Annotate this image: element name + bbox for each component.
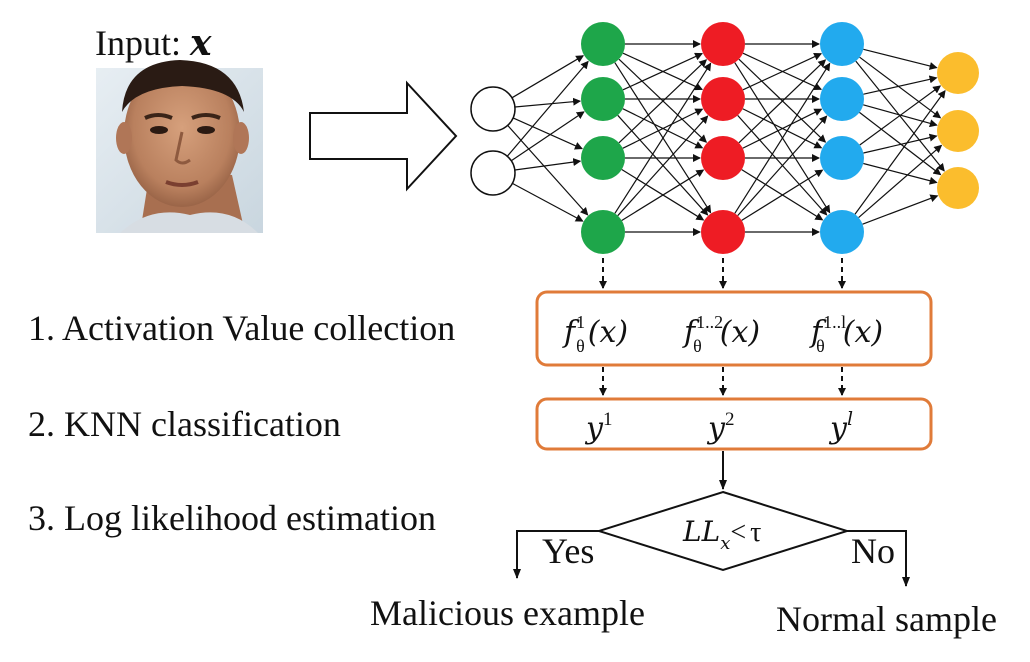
- neuron-layer-4-4: [820, 210, 864, 254]
- network-edge: [734, 62, 831, 214]
- dashed-arrows-top: [599, 258, 846, 289]
- neuron-layer-5-2: [937, 110, 979, 152]
- network-edge: [512, 182, 584, 222]
- network-edge: [863, 133, 938, 154]
- network-nodes: [470, 22, 979, 254]
- label-y2: y2: [706, 409, 734, 446]
- network-edge: [859, 111, 942, 176]
- neuron-layer-1-1: [470, 86, 516, 132]
- network-edge: [507, 124, 589, 216]
- network-edge: [622, 108, 704, 149]
- step-2-label: 2. KNN classification: [28, 404, 341, 444]
- neuron-layer-4-3: [820, 136, 864, 180]
- neuron-layer-4-1: [820, 22, 864, 66]
- outcome-normal: Normal sample: [776, 599, 997, 639]
- network-edge: [859, 56, 942, 119]
- activation-box: [535, 290, 933, 367]
- neuron-layer-2-2: [581, 77, 625, 121]
- yes-label: Yes: [542, 531, 594, 571]
- neuron-layer-2-1: [581, 22, 625, 66]
- dashed-arrows-middle: [599, 367, 846, 396]
- neuron-layer-3-4: [701, 210, 745, 254]
- network-edge: [514, 158, 582, 171]
- network-edge: [618, 59, 708, 144]
- step-1-label: 1. Activation Value collection: [28, 308, 455, 348]
- label-y1: y1: [584, 409, 612, 446]
- network-edge: [617, 115, 709, 217]
- neuron-layer-1-2: [470, 150, 516, 196]
- neuron-layer-3-2: [701, 77, 745, 121]
- neuron-layer-4-2: [820, 77, 864, 121]
- step-3-label: 3. Log likelihood estimation: [28, 498, 436, 538]
- network-edge: [863, 75, 938, 95]
- neuron-layer-3-1: [701, 22, 745, 66]
- network-edge: [737, 115, 828, 217]
- knn-labels: y1 y2 yl: [584, 408, 853, 446]
- input-label: Input: x: [95, 22, 212, 64]
- network-edge: [863, 162, 938, 185]
- network-edge: [854, 89, 946, 215]
- network-edge: [512, 117, 583, 150]
- knn-box: [535, 397, 933, 451]
- no-branch-line: [847, 530, 910, 587]
- neuron-layer-5-1: [937, 52, 979, 94]
- network-edge: [511, 55, 585, 99]
- network-edge: [506, 60, 589, 157]
- network-edge: [510, 111, 585, 162]
- neuron-layer-2-4: [581, 210, 625, 254]
- network-edge: [621, 169, 705, 221]
- outcome-malicious: Malicious example: [370, 593, 645, 633]
- no-label: No: [851, 531, 895, 571]
- network-edge: [858, 144, 943, 219]
- network-edge: [742, 108, 823, 149]
- network-edges: [506, 40, 946, 236]
- label-yl: yl: [828, 408, 853, 446]
- yes-branch-line: [513, 530, 599, 579]
- network-edge: [614, 62, 712, 214]
- network-edge: [742, 52, 823, 91]
- big-arrow: [309, 80, 458, 192]
- neuron-layer-5-3: [937, 167, 979, 209]
- decision-diamond: [595, 490, 851, 572]
- network-edge: [863, 48, 938, 70]
- neuron-layer-2-3: [581, 136, 625, 180]
- network-edge: [741, 169, 824, 221]
- network-edge: [862, 194, 939, 225]
- neuron-layer-3-3: [701, 136, 745, 180]
- network-edge: [622, 52, 704, 91]
- network-edge: [859, 85, 942, 146]
- input-face-image: [96, 60, 263, 233]
- network-edge: [738, 59, 827, 144]
- network-edge: [514, 97, 582, 108]
- decision-condition: LLx<τ: [682, 515, 761, 554]
